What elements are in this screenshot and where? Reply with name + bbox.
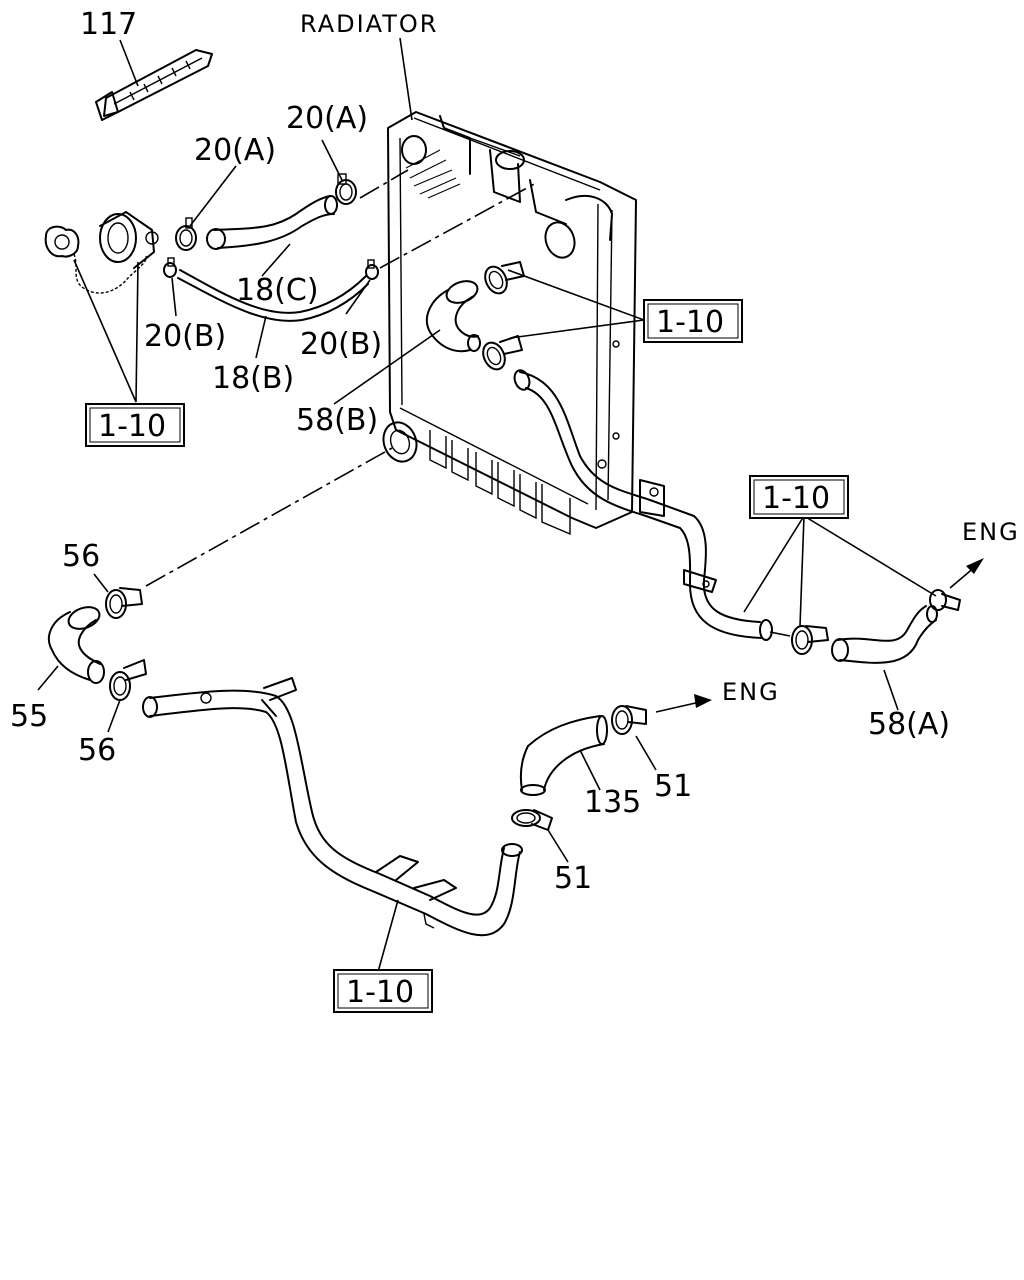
label-20b-right: 20(B) [300,327,382,362]
hose-58a [831,605,938,664]
clamp-56-upper [105,587,143,619]
label-58a: 58(A) [868,707,950,742]
clamp-58a-left [791,625,829,655]
label-117: 117 [80,7,137,42]
clamp-20b-left [163,257,177,278]
radiator [382,111,637,536]
ref-label-right: 1-10 [762,481,830,516]
label-56-upper: 56 [62,539,100,574]
label-radiator: RADIATOR [300,10,438,38]
clamp-upper-right [484,261,525,295]
label-20a-left: 20(A) [194,133,276,168]
label-51-lower: 51 [554,861,592,896]
ref-box-upper-right [643,299,743,343]
cable-tie-117 [95,49,213,121]
ref-box-left [85,403,185,447]
ref-label-upper-right: 1-10 [656,305,724,340]
ref-label-left: 1-10 [98,409,166,444]
ref-box-right [749,475,849,519]
ref-label-bottom: 1-10 [346,975,414,1010]
label-20a-right: 20(A) [286,101,368,136]
label-55: 55 [10,699,48,734]
label-eng-center: ENG [722,678,780,706]
hose-18c [206,195,338,250]
leader-lines [37,37,937,973]
label-20b-left: 20(B) [144,319,226,354]
label-135: 135 [584,785,641,820]
clamp-lower-right [482,335,523,371]
label-eng-right: ENG [962,518,1020,546]
label-51-upper: 51 [654,769,692,804]
label-18b: 18(B) [212,361,294,396]
label-56-lower: 56 [78,733,116,768]
clamp-51-upper [611,705,647,735]
clamp-20b-right [365,259,379,280]
eng-arrows [655,558,984,713]
radiator-cap [44,211,159,294]
clamp-58a-right [929,589,961,611]
clamp-51-lower [511,809,553,831]
hose-58b [425,280,481,353]
ref-box-bottom [333,969,433,1013]
elbow-hose-55 [47,606,105,684]
hose-18b [177,269,369,322]
pipe-lower-metal [142,677,523,937]
label-18c: 18(C) [236,273,319,308]
pipe-right-metal [513,369,773,641]
hose-135 [519,715,608,796]
label-58b: 58(B) [296,403,378,438]
clamp-56-lower [109,659,147,701]
clamp-20a-right [335,173,357,205]
